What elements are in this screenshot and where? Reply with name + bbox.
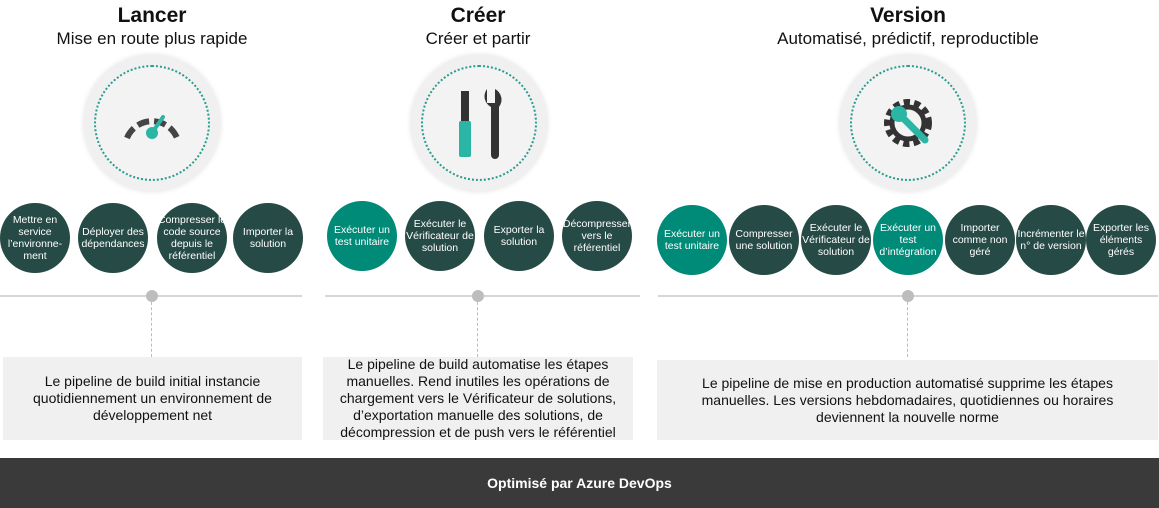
section-title-lancer: Lancer [117, 4, 187, 27]
connector [151, 302, 152, 357]
step-circle: Compresser une solution [729, 205, 799, 275]
section-subtitle-version: Automatisé, prédictif, reproductible [777, 29, 1039, 48]
description-text: Le pipeline de mise en production automa… [701, 374, 1114, 425]
step-circle: Exporter les éléments gérés [1086, 205, 1156, 275]
step-circle: Incrémenter le n° de version [1016, 205, 1086, 275]
description-box: Le pipeline de mise en production automa… [657, 360, 1158, 440]
gear-wrench-badge [840, 55, 976, 191]
tools-icon [459, 89, 502, 159]
step-circle: Déployer des dépendances [78, 203, 148, 273]
speedometer-icon [124, 115, 180, 140]
step-circle: Exécuter un test d’intégration [873, 205, 943, 275]
step-circle: Exécuter un test unitaire [327, 201, 397, 271]
connector [477, 302, 478, 357]
timeline-dot [902, 290, 914, 302]
step-circle: Compresser le code source depuis le réfé… [157, 203, 227, 273]
timeline-dot [146, 290, 158, 302]
step-circle: Importer comme non géré [945, 205, 1015, 275]
gear-wrench-icon [884, 99, 932, 147]
step-circle: Décompresser vers le référentiel [562, 201, 632, 271]
description-text: Le pipeline de build initial instancie q… [33, 373, 272, 423]
speedometer-badge [84, 55, 220, 191]
section-title-version: Version [870, 4, 946, 27]
step-circle: Importer la solution [233, 203, 303, 273]
tools-badge [411, 55, 547, 191]
description-text: Le pipeline de build automatise les étap… [339, 356, 617, 440]
step-circle: Exécuter le Vérificateur de solution [405, 201, 475, 271]
step-circle: Exporter la solution [484, 201, 554, 271]
step-circle: Exécuter le Vérificateur de solution [801, 205, 871, 275]
footer-bar: Optimisé par Azure DevOps [0, 458, 1159, 508]
step-circle: Exécuter un test unitaire [657, 205, 727, 275]
section-subtitle-creer: Créer et partir [425, 29, 531, 48]
section-subtitle-lancer: Mise en route plus rapide [56, 29, 248, 48]
description-box: Le pipeline de build initial instancie q… [3, 357, 302, 440]
connector [907, 302, 908, 357]
footer-text: Optimisé par Azure DevOps [487, 475, 672, 491]
description-box: Le pipeline de build automatise les étap… [323, 356, 633, 440]
step-circle: Mettre en service l’environne-ment [0, 203, 70, 273]
timeline-dot [472, 290, 484, 302]
section-title-creer: Créer [450, 4, 506, 27]
